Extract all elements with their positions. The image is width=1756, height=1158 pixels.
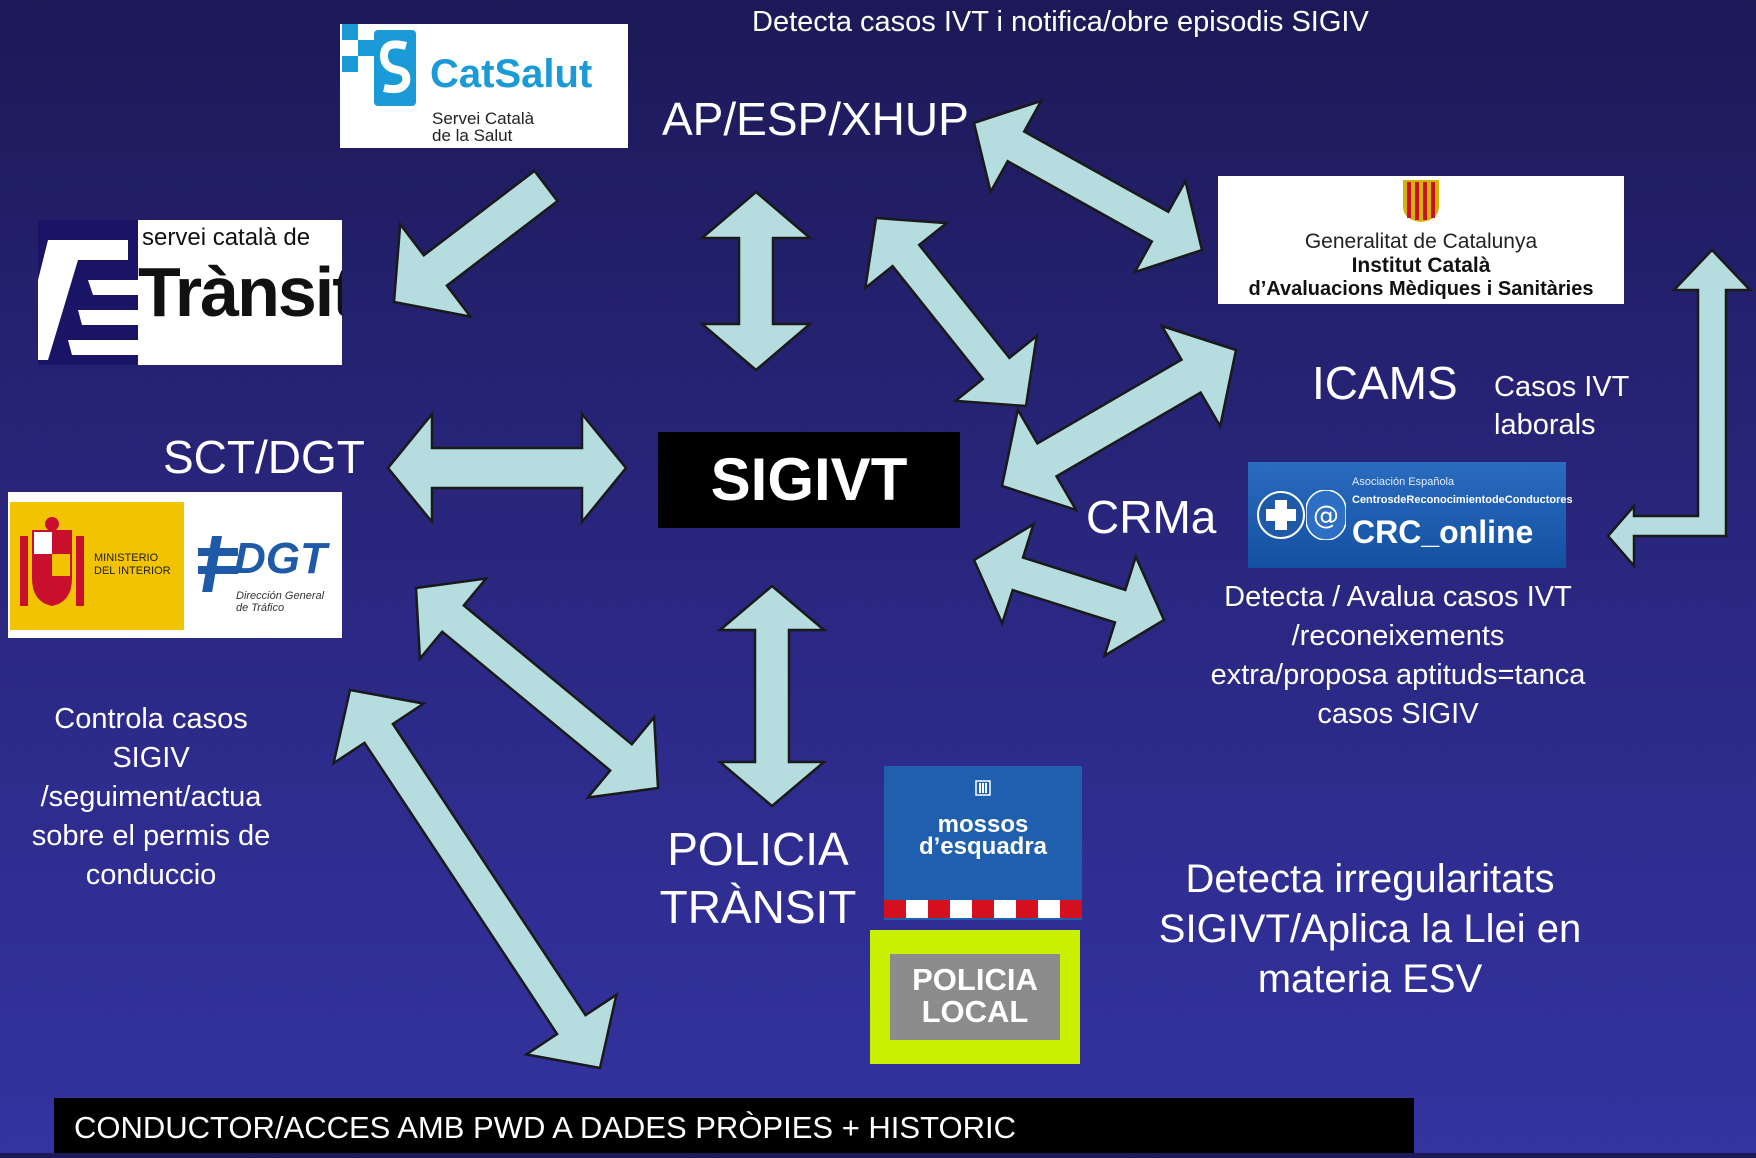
catsalut-logo: CatSalut Servei Català de la Salut <box>340 24 628 148</box>
ministerio-panel: MINISTERIO DEL INTERIOR <box>10 502 184 630</box>
gencat-icams-logo: Generalitat de Catalunya Institut Català… <box>1218 176 1624 304</box>
ministerio-line2: DEL INTERIOR <box>94 565 171 577</box>
bottom-bar: CONDUCTOR/ACCES AMB PWD A DADES PRÒPIES … <box>54 1098 1414 1153</box>
police-note-line3: materia ESV <box>1257 957 1483 1001</box>
catsalut-name: CatSalut <box>430 52 593 96</box>
icams-note: Casos IVT laborals <box>1494 368 1629 444</box>
node-ap: AP/ESP/XHUP <box>662 93 969 145</box>
arrow-ap-sigivt <box>698 190 814 372</box>
mossos-shield-icon <box>975 780 991 796</box>
dgt-sub-line1: Dirección General <box>236 590 325 602</box>
crc-online-logo: @ Asociación Española CentrosdeReconocim… <box>1248 462 1573 568</box>
catsalut-sub-line2: de la Salut <box>432 126 513 145</box>
dgt-sub: Dirección General de Tráfico <box>236 590 324 614</box>
arrow-catsalut-transit <box>392 169 560 319</box>
police-note: Detecta irregularitats SIGIVT/Aplica la … <box>1130 854 1610 1004</box>
svg-text:@: @ <box>1313 501 1339 531</box>
arrow-ap-icams <box>972 98 1204 275</box>
sct-note-line5: conduccio <box>85 859 217 891</box>
transit-logo: servei català de Trànsit <box>38 220 342 365</box>
arrow-icams-crc-l <box>1606 248 1753 570</box>
dgt-symbol-icon <box>198 536 238 592</box>
mossos-line2: d’esquadra <box>918 833 1048 860</box>
top-note: Detecta casos IVT i notifica/obre episod… <box>752 6 1369 38</box>
node-policia-line2: TRÀNSIT <box>659 881 857 933</box>
sct-note-line2: SIGIV <box>112 742 190 774</box>
dgt-logo: MINISTERIO DEL INTERIOR DGT Dirección Ge… <box>8 492 342 638</box>
dgt-sub-line2: de Tráfico <box>236 602 285 614</box>
crc-at-icon: @ <box>1306 490 1346 540</box>
police-note-line2: SIGIVT/Aplica la Llei en <box>1158 907 1582 951</box>
mossos-line1: mossos <box>937 811 1029 838</box>
arrow-icams-sigivt <box>1000 323 1238 513</box>
arrow-sigivt-policia <box>716 584 828 808</box>
center-box: SIGIVT <box>658 432 960 528</box>
mossos-checker-band <box>884 900 1082 918</box>
gencat-line1: Generalitat de Catalunya <box>1304 230 1538 253</box>
dgt-name: DGT <box>234 534 327 583</box>
mossos-logo: mossos d’esquadra <box>884 766 1082 920</box>
crc-top1: Asociación Española <box>1352 476 1455 488</box>
bottom-bar-text: CONDUCTOR/ACCES AMB PWD A DADES PRÒPIES … <box>74 1110 1016 1145</box>
arrow-sct-conductor <box>331 688 619 1070</box>
sct-note-line3: /seguiment/actua <box>40 781 262 813</box>
crma-note: Detecta / Avalua casos IVT /reconeixemen… <box>1178 578 1618 734</box>
sct-note-line4: sobre el permis de <box>31 820 271 852</box>
mossos-text: mossos d’esquadra <box>884 811 1082 860</box>
arrow-sct-policia <box>414 576 660 800</box>
catsalut-sub: Servei Català de la Salut <box>432 110 534 144</box>
ministerio-line1: MINISTERIO <box>94 552 159 564</box>
crc-cross-icon <box>1257 491 1305 539</box>
arrow-sct-sigivt <box>386 410 628 526</box>
arrow-ap-sigivt-diag <box>863 216 1039 408</box>
icams-note-line2: laborals <box>1494 409 1596 441</box>
node-icams: ICAMS <box>1312 357 1458 409</box>
node-crma: CRMa <box>1086 491 1217 543</box>
gencat-line3: d’Avaluacions Mèdiques i Sanitàries <box>1248 278 1594 300</box>
sct-note: Controla casos SIGIV /seguiment/actua so… <box>8 700 294 895</box>
arrow-crma-policia <box>972 521 1166 659</box>
sct-note-line1: Controla casos <box>54 703 248 735</box>
crc-top2: CentrosdeReconocimientodeConductores <box>1352 494 1573 506</box>
police-note-line1: Detecta irregularitats <box>1185 857 1555 901</box>
policia-local-text: POLICIA LOCAL <box>890 954 1060 1028</box>
crc-name: CRC_online <box>1352 514 1534 550</box>
crma-note-line4: casos SIGIV <box>1317 698 1479 730</box>
spain-coat-of-arms-icon <box>20 517 84 606</box>
policia-local-panel: POLICIA LOCAL <box>890 954 1060 1040</box>
crma-note-line2: /reconeixements <box>1291 620 1505 652</box>
crma-note-line1: Detecta / Avalua casos IVT <box>1224 581 1572 613</box>
node-sct-dgt: SCT/DGT <box>163 431 365 483</box>
node-policia-line1: POLICIA <box>667 823 849 875</box>
crma-note-line3: extra/proposa aptituds=tanca <box>1210 659 1586 691</box>
policia-local-line1: POLICIA <box>912 962 1038 997</box>
transit-emblem-icon <box>38 220 138 365</box>
ministerio-text: MINISTERIO DEL INTERIOR <box>94 552 171 578</box>
catsalut-sub-line1: Servei Català <box>432 109 535 128</box>
policia-local-logo: POLICIA LOCAL <box>870 930 1080 1064</box>
policia-local-line2: LOCAL <box>921 994 1029 1029</box>
gencat-shield-icon <box>1403 180 1439 222</box>
icams-note-line1: Casos IVT <box>1494 371 1630 403</box>
center-label: SIGIVT <box>710 446 908 513</box>
catsalut-emblem-icon <box>342 24 416 106</box>
transit-sub: servei català de <box>142 224 311 251</box>
gencat-line2: Institut Català <box>1351 254 1491 277</box>
transit-name: Trànsit <box>138 253 342 331</box>
node-policia: POLICIA TRÀNSIT <box>640 820 876 936</box>
